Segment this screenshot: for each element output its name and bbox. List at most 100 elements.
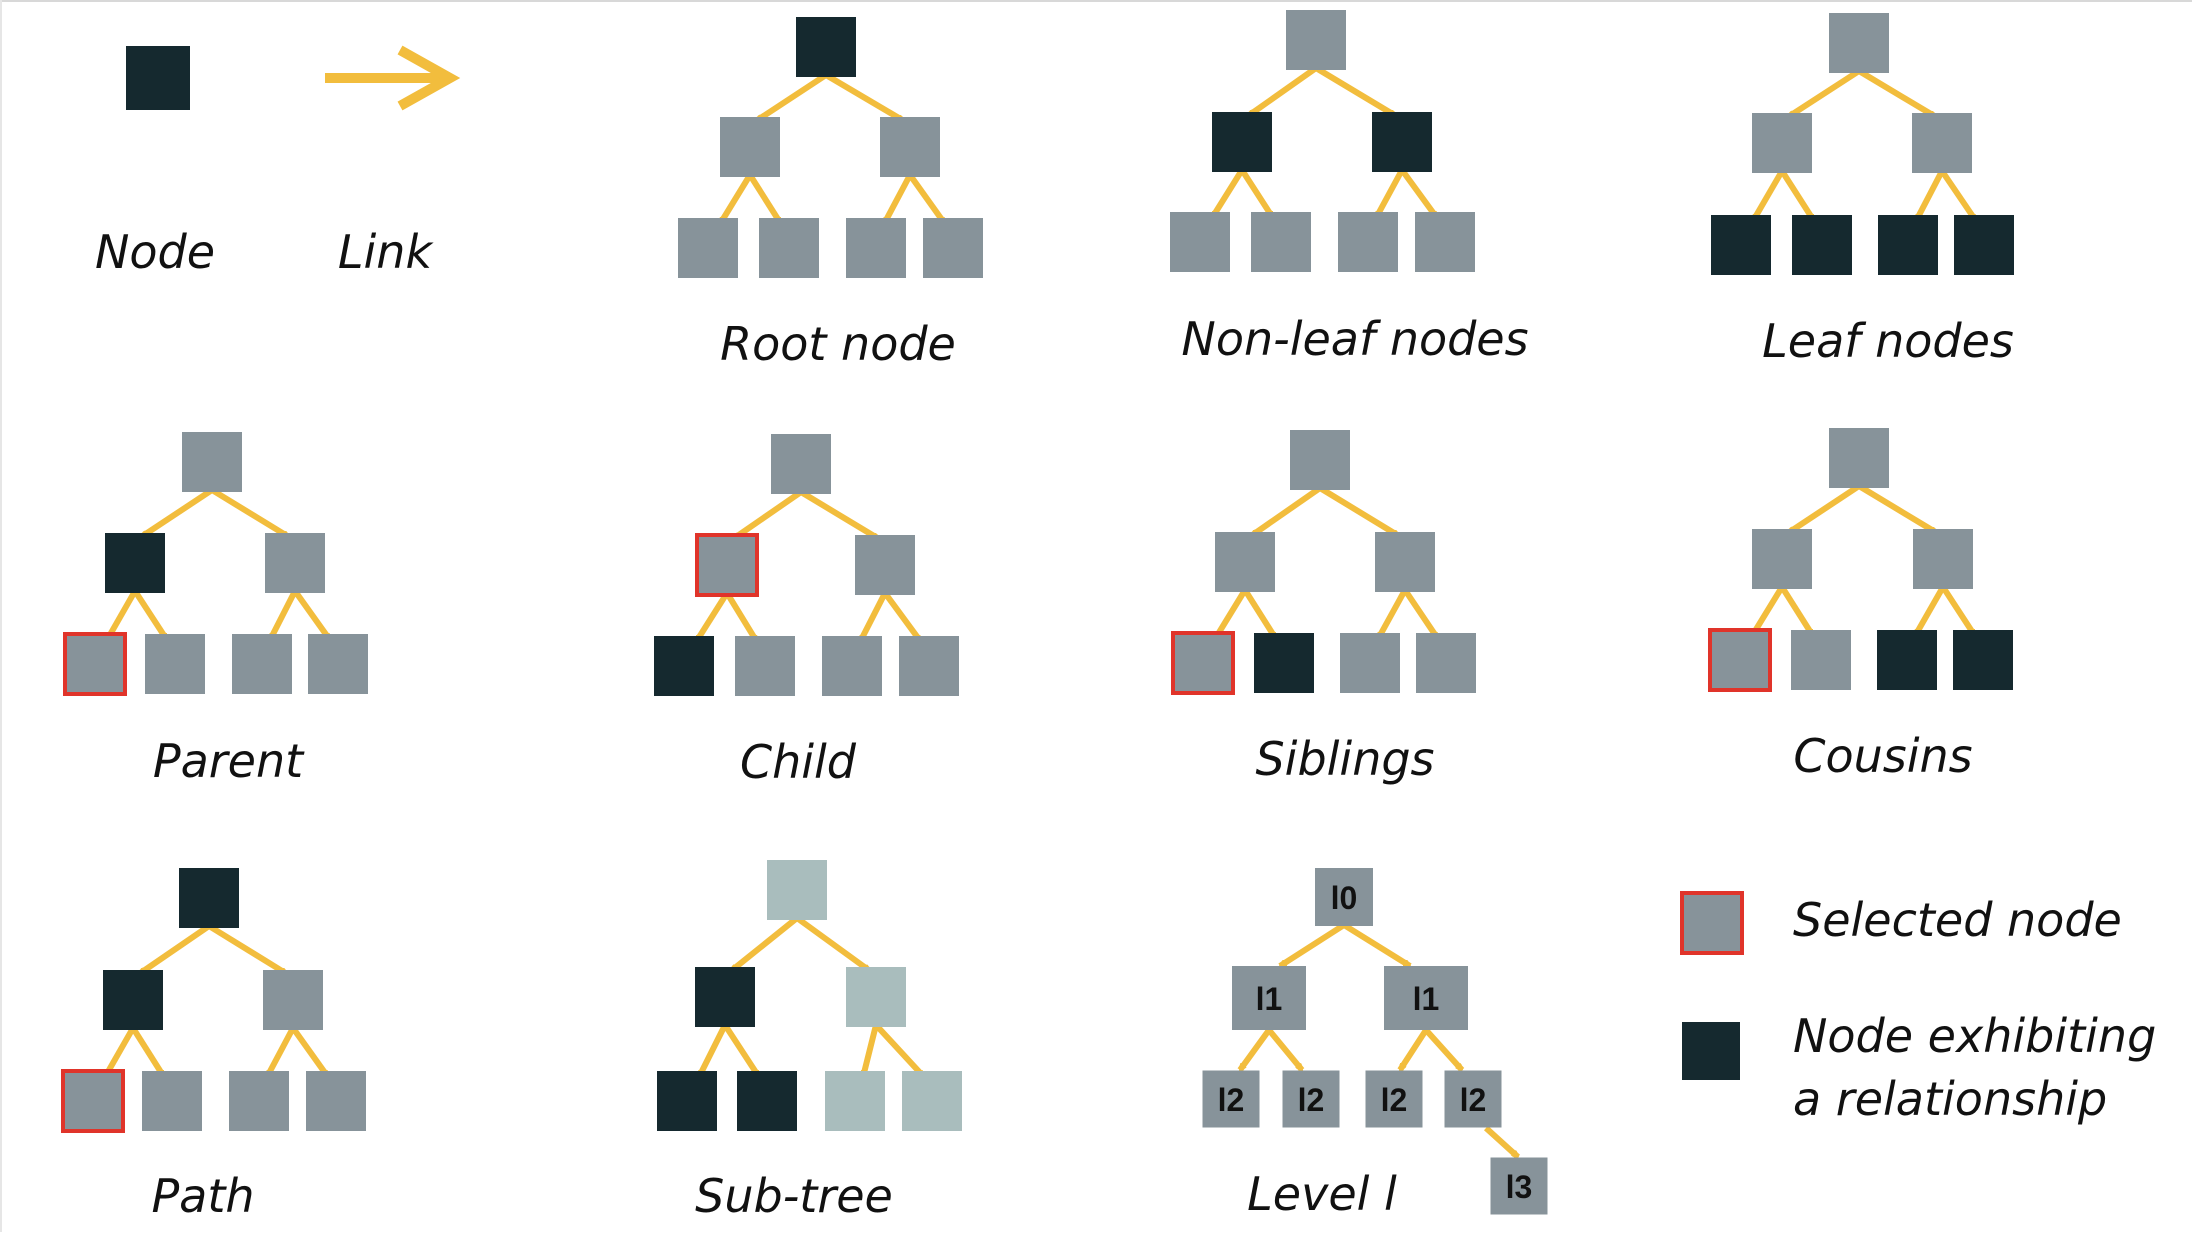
level-link-l1l-0 [1237,1028,1272,1070]
child-left-child-node [695,533,759,597]
legend-link-label: Link [338,225,435,279]
parent-link-root-right [210,487,289,540]
leaf-nodes-link-right-1 [1939,169,1979,221]
non-leaf-left-child-node [1212,112,1272,172]
root-node-link-left-0 [717,173,753,224]
non-leaf-root-node [1286,10,1346,70]
leaf-nodes-leaf-4-node [1954,215,2014,275]
siblings-root-node [1290,430,1350,490]
path-link-right-1 [290,1026,331,1077]
child-leaf-3-node [822,636,882,696]
leaf-nodes-link-left-0 [1750,169,1785,221]
path-leaf-3-node [229,1071,289,1131]
sub-tree-leaf-1-node [657,1071,717,1131]
leaf-nodes-title: Leaf nodes [1762,314,2014,368]
root-node-leaf-4-node [923,218,983,278]
cousins-link-left-0 [1749,585,1785,636]
sub-tree-link-root-right [795,915,870,974]
sub-tree-link-right-0 [860,1024,879,1077]
sub-tree-link-left-0 [696,1023,728,1077]
non-leaf-leaf-4-node [1415,212,1475,272]
leaf-nodes-link-root-left [1788,68,1861,120]
sub-tree-right-child-node [846,967,906,1027]
root-node-link-right-1 [907,173,948,224]
level-link-l0-left [1280,922,1346,969]
cousins-link-root-right [1857,483,1937,536]
cousins-link-right-0 [1912,585,1946,636]
path-link-left-1 [130,1026,167,1077]
non-leaf-nodes-title: Non-leaf nodes [1181,312,1528,366]
level-link-l1l-1 [1266,1028,1305,1072]
path-link-root-left [139,923,211,977]
sub-tree-title: Sub-tree [695,1169,893,1223]
level-l1-right-tag: l1 [1413,981,1440,1017]
non-leaf-leaf-1-node [1170,212,1230,272]
non-leaf-link-right-0 [1373,168,1405,218]
root-node-link-root-right [824,72,904,124]
cousins-link-left-1 [1779,585,1816,636]
root-node-link-left-1 [747,173,784,224]
level-link-l1r-0 [1397,1028,1429,1070]
level-l3-node [1490,1157,1548,1215]
siblings-link-root-left [1251,485,1322,539]
non-leaf-leaf-2-node [1251,212,1311,272]
leaf-nodes-leaf-1-node [1711,215,1771,275]
siblings-link-right-1 [1402,588,1441,639]
parent-link-root-left [141,487,214,540]
top-border [0,0,2192,2]
leaf-nodes-leaf-2-node [1792,215,1852,275]
level-link-l0-right [1342,922,1410,969]
sub-tree-leaf-2-node [737,1071,797,1131]
parent-leaf-1-node [63,632,127,696]
sub-tree-link-root-left [729,915,799,974]
sub-tree-root-node [767,860,827,920]
child-right-child-node [855,535,915,595]
leaf-nodes-root-node [1829,13,1889,73]
parent-title: Parent [153,734,305,788]
leaf-nodes-link-root-right [1857,68,1936,120]
level-l3-tag: l3 [1506,1169,1533,1205]
leaf-nodes-right-child-node [1912,113,1972,173]
child-leaf-2-node [735,636,795,696]
siblings-leaf-2-node [1254,633,1314,693]
child-root-node [771,434,831,494]
path-leaf-1-node [61,1069,125,1133]
siblings-link-left-1 [1242,588,1279,639]
child-link-right-1 [882,591,924,642]
path-leaf-2-node [142,1071,202,1131]
level-l0-node [1315,868,1373,926]
sub-tree-leaf-4-node [902,1071,962,1131]
level-l2-1-tag: l2 [1218,1082,1245,1118]
cousins-root-node [1829,428,1889,488]
root-node-right-child-node [880,117,940,177]
cousins-link-root-left [1788,483,1861,536]
siblings-link-right-0 [1375,588,1408,639]
parent-root-node [182,432,242,492]
path-root-node [179,868,239,928]
parent-link-left-0 [104,589,138,640]
cousins-leaf-3-node [1877,630,1937,690]
non-leaf-link-left-0 [1209,168,1245,218]
non-leaf-link-right-1 [1399,168,1440,218]
parent-leaf-4-node [308,634,368,694]
child-link-root-right [799,489,879,542]
legend-link-arrowhead [397,45,461,111]
path-left-child-node [103,970,163,1030]
non-leaf-leaf-3-node [1338,212,1398,272]
root-node-link-root-left [756,72,828,124]
root-node-leaf-3-node [846,218,906,278]
level-l2-4-tag: l2 [1460,1082,1487,1118]
cousins-leaf-1-node [1708,628,1772,692]
left-border [0,0,2,1232]
siblings-leaf-1-node [1171,631,1235,695]
path-link-right-0 [264,1026,296,1077]
child-title: Child [740,735,857,789]
parent-link-right-0 [267,589,298,640]
legend-node-label: Node [95,225,215,279]
parent-left-child-node [105,533,165,593]
legend-exhibiting-node [1682,1022,1740,1080]
labels-layer: Node Link Root node Non-leaf nodes Leaf … [95,225,2156,1223]
selected-node-legend-label: Selected node [1793,893,2122,947]
legend-node-square [126,46,190,110]
